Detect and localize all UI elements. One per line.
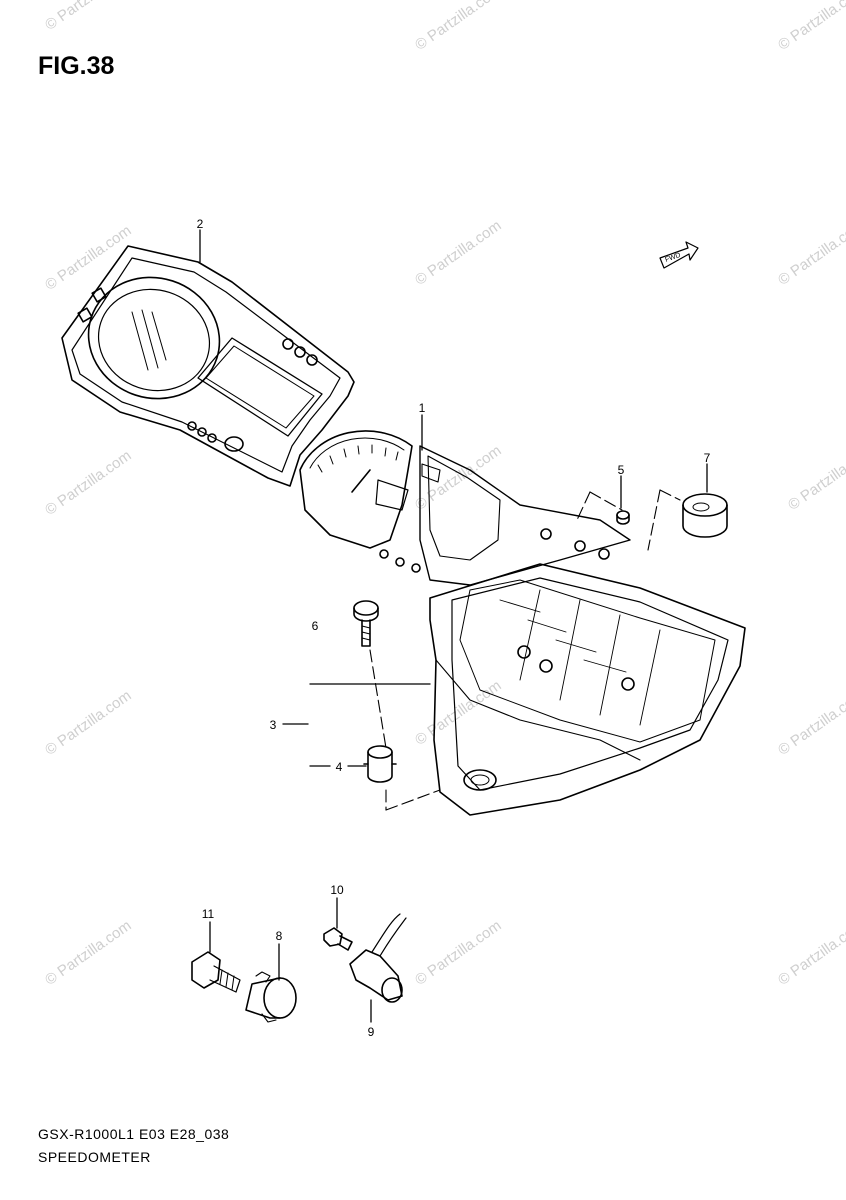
callout-9: 9 <box>368 1025 375 1039</box>
callout-1: 1 <box>419 401 426 415</box>
assembly-lines <box>369 489 681 811</box>
callout-8: 8 <box>276 929 283 943</box>
callout-6: 6 <box>312 619 319 633</box>
figure-title: FIG.38 <box>38 52 115 80</box>
rotor-part <box>245 971 297 1023</box>
callout-4: 4 <box>336 760 343 774</box>
callout-3: 3 <box>270 718 277 732</box>
bolt-part <box>191 951 241 993</box>
assembly-name-caption: SPEEDOMETER <box>38 1149 151 1165</box>
speed-sensor-part <box>349 913 407 1003</box>
callout-labels: 2 1 5 7 6 3 4 11 8 10 9 <box>197 217 711 1039</box>
screw-part <box>353 600 379 647</box>
speedometer-assembly <box>299 430 631 586</box>
cushion-part <box>682 493 728 538</box>
leader-lines <box>199 229 708 1023</box>
meter-cover <box>61 245 355 487</box>
grommet-part <box>363 745 397 783</box>
front-direction-arrow: FWD <box>659 241 699 269</box>
model-caption: GSX-R1000L1 E03 E28_038 <box>38 1126 230 1142</box>
callout-10: 10 <box>330 883 344 897</box>
callout-2: 2 <box>197 217 204 231</box>
small-bolt-part <box>323 927 353 951</box>
callout-11: 11 <box>202 907 215 921</box>
callout-7: 7 <box>704 451 711 465</box>
nut-part <box>616 510 630 525</box>
meter-case <box>429 563 746 816</box>
callout-5: 5 <box>618 463 625 477</box>
